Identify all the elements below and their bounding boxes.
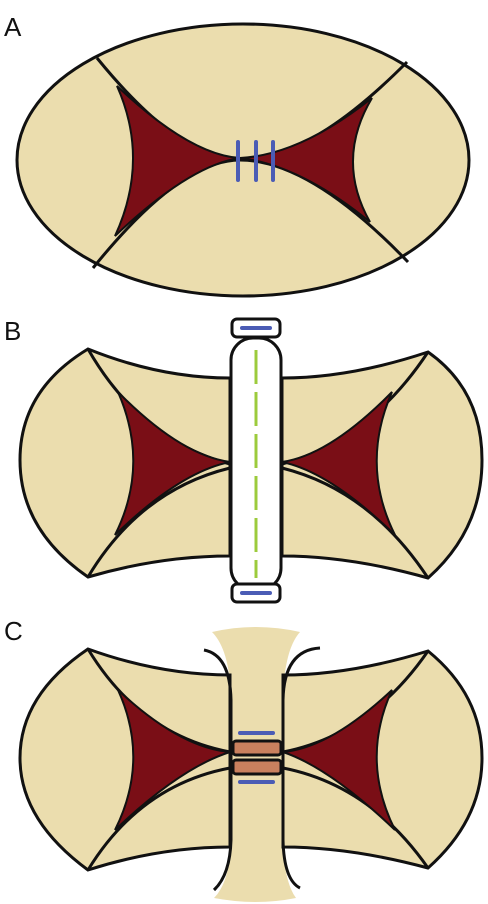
panel-label-b: B bbox=[4, 316, 21, 346]
panel-c-upper-band bbox=[233, 741, 281, 755]
panel-b: B bbox=[4, 316, 482, 602]
panel-label-c: C bbox=[4, 616, 23, 646]
panel-label-a: A bbox=[4, 12, 22, 42]
panel-a: A bbox=[4, 12, 469, 296]
panel-c-lower-band bbox=[233, 760, 281, 774]
panel-c: C bbox=[4, 616, 482, 902]
